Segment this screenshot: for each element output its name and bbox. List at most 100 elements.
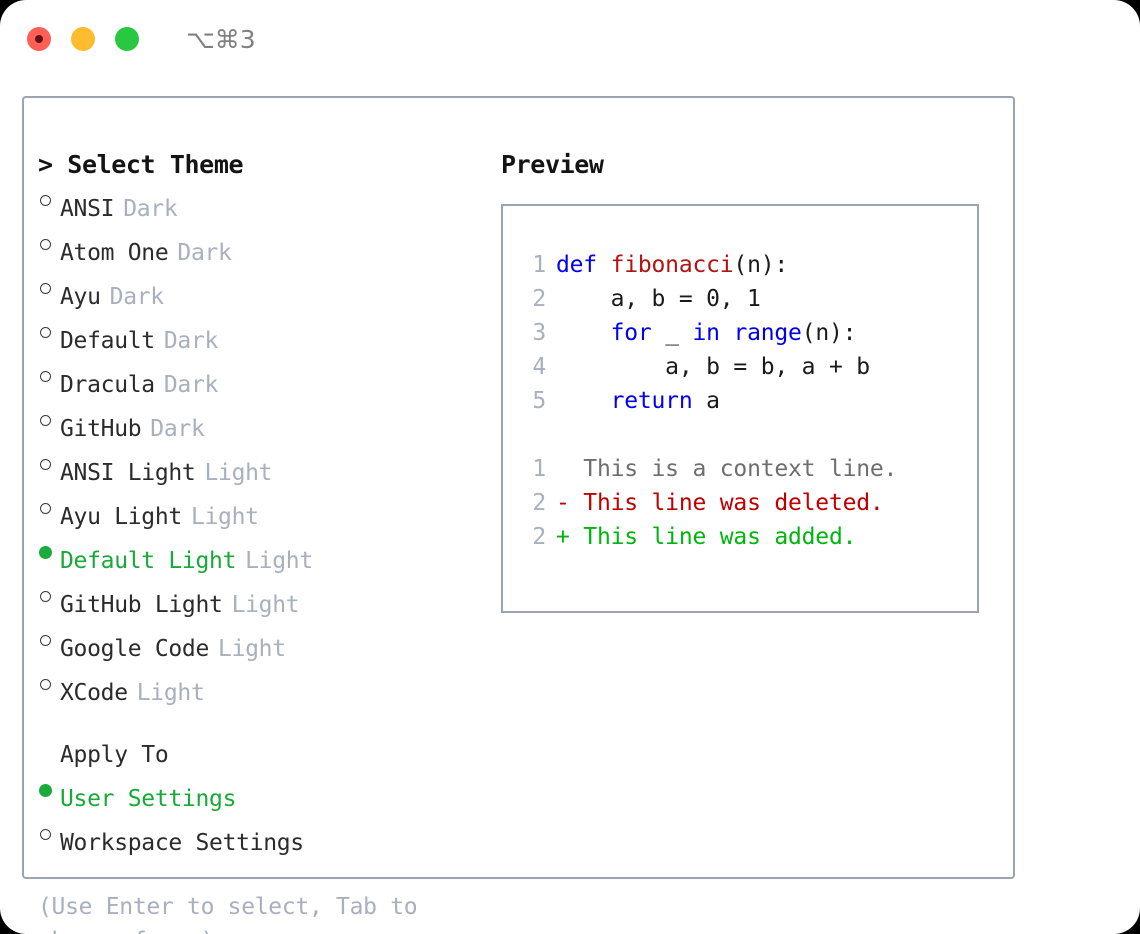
theme-variant-tag: Light — [190, 504, 259, 530]
theme-variant-tag: Dark — [109, 284, 165, 310]
code-line: 4 a, b = b, a + b — [516, 350, 969, 384]
theme-option[interactable]: Dracula Dark — [38, 358, 478, 402]
theme-option-label: GitHub — [60, 416, 142, 442]
diff-line: 1 This is a context line. — [516, 452, 969, 486]
theme-option-label: Default — [60, 328, 155, 354]
code-blank-line — [516, 418, 969, 452]
code-line-content: a, b = 0, 1 — [556, 282, 761, 316]
code-token: def — [556, 252, 611, 278]
theme-option-label: Ayu Light — [60, 504, 182, 530]
theme-option[interactable]: ANSI Light Light — [38, 446, 478, 490]
radio-unselected-icon[interactable] — [38, 578, 60, 612]
close-window-button[interactable] — [27, 27, 51, 51]
traffic-light-group — [27, 27, 139, 51]
code-token: range — [733, 320, 802, 346]
theme-variant-tag: Light — [204, 460, 273, 486]
theme-option-label: ANSI Light — [60, 460, 196, 486]
theme-variant-tag: Light — [218, 636, 286, 662]
radio-selected-icon[interactable] — [38, 534, 60, 568]
theme-option[interactable]: Ayu Light Light — [38, 490, 478, 534]
apply-to-option[interactable]: User Settings — [38, 772, 478, 816]
theme-variant-tag: Dark — [177, 240, 232, 266]
code-line: 2 a, b = 0, 1 — [516, 282, 969, 316]
code-line-number: 1 — [532, 252, 546, 278]
theme-option[interactable]: Atom One Dark — [38, 226, 478, 270]
code-line-number: 2 — [532, 286, 546, 312]
theme-option[interactable]: GitHub Light Light — [38, 578, 478, 622]
theme-variant-tag: Dark — [163, 328, 219, 354]
code-token: fibonacci — [610, 252, 734, 278]
theme-variant-tag: Dark — [150, 416, 205, 442]
code-token: _ — [665, 320, 693, 346]
theme-option-label: Dracula — [60, 372, 155, 398]
diff-line-content: This line was deleted. — [583, 490, 884, 516]
code-line-content: return a — [556, 384, 720, 418]
theme-option[interactable]: GitHub Dark — [38, 402, 478, 446]
theme-option-label: Ayu — [60, 284, 101, 310]
theme-option-label: Atom One — [60, 240, 169, 266]
radio-unselected-icon[interactable] — [38, 402, 60, 436]
radio-unselected-icon[interactable] — [38, 622, 60, 656]
radio-unselected-icon[interactable] — [38, 490, 60, 524]
radio-unselected-icon[interactable] — [38, 226, 60, 260]
code-line-content: for _ in range(n): — [556, 316, 857, 350]
code-line: 1 def fibonacci(n): — [516, 248, 969, 282]
radio-unselected-icon[interactable] — [38, 816, 60, 850]
diff-line-number: 2 — [532, 524, 546, 550]
radio-unselected-icon[interactable] — [38, 270, 60, 304]
code-line-content: a, b = b, a + b — [556, 350, 870, 384]
apply-to-header: Apply To — [60, 742, 169, 768]
radio-unselected-icon[interactable] — [38, 314, 60, 348]
radio-unselected-icon[interactable] — [38, 446, 60, 480]
code-line: 5 return a — [516, 384, 969, 418]
diff-line: 2- This line was deleted. — [516, 486, 969, 520]
theme-variant-tag: Light — [136, 680, 205, 706]
code-token: for — [610, 320, 666, 346]
radio-unselected-icon[interactable] — [38, 666, 60, 700]
theme-variant-tag: Dark — [123, 196, 178, 222]
theme-option-label: ANSI — [60, 196, 115, 222]
radio-selected-icon[interactable] — [38, 772, 60, 806]
code-token: a, b = 0, 1 — [556, 286, 761, 312]
diff-line-number: 1 — [532, 456, 546, 482]
code-token: a, b = b, a + b — [556, 354, 870, 380]
section-spacer — [38, 710, 478, 738]
code-token: in — [692, 320, 734, 346]
radio-unselected-icon[interactable] — [38, 358, 60, 392]
code-line-number: 5 — [532, 388, 546, 414]
maximize-window-button[interactable] — [115, 27, 139, 51]
theme-option[interactable]: Ayu Dark — [38, 270, 478, 314]
radio-unselected-icon[interactable] — [38, 182, 60, 216]
code-line-content: def fibonacci(n): — [556, 248, 788, 282]
preview-title: Preview — [501, 150, 604, 179]
code-line: 3 for _ in range(n): — [516, 316, 969, 350]
window-titlebar: ⌥⌘3 — [0, 0, 1140, 78]
minimize-window-button[interactable] — [71, 27, 95, 51]
theme-variant-tag: Dark — [163, 372, 219, 398]
theme-variant-tag: Light — [245, 548, 313, 574]
theme-option-label: GitHub Light — [60, 592, 223, 618]
theme-option[interactable]: Default Dark — [38, 314, 478, 358]
diff-block: 1 This is a context line.2- This line wa… — [516, 452, 969, 554]
diff-line-number: 2 — [532, 490, 546, 516]
apply-to-option[interactable]: Workspace Settings — [38, 816, 478, 860]
code-token: return — [610, 388, 707, 414]
select-theme-prompt: > Select Theme — [38, 150, 244, 179]
keyboard-hint-text: (Use Enter to select, Tab to change focu… — [38, 894, 418, 934]
code-line-number: 3 — [532, 320, 546, 346]
theme-variant-tag: Light — [231, 592, 300, 618]
diff-marker: - — [556, 490, 584, 516]
code-line-number: 4 — [532, 354, 546, 380]
theme-option[interactable]: ANSI Dark — [38, 182, 478, 226]
